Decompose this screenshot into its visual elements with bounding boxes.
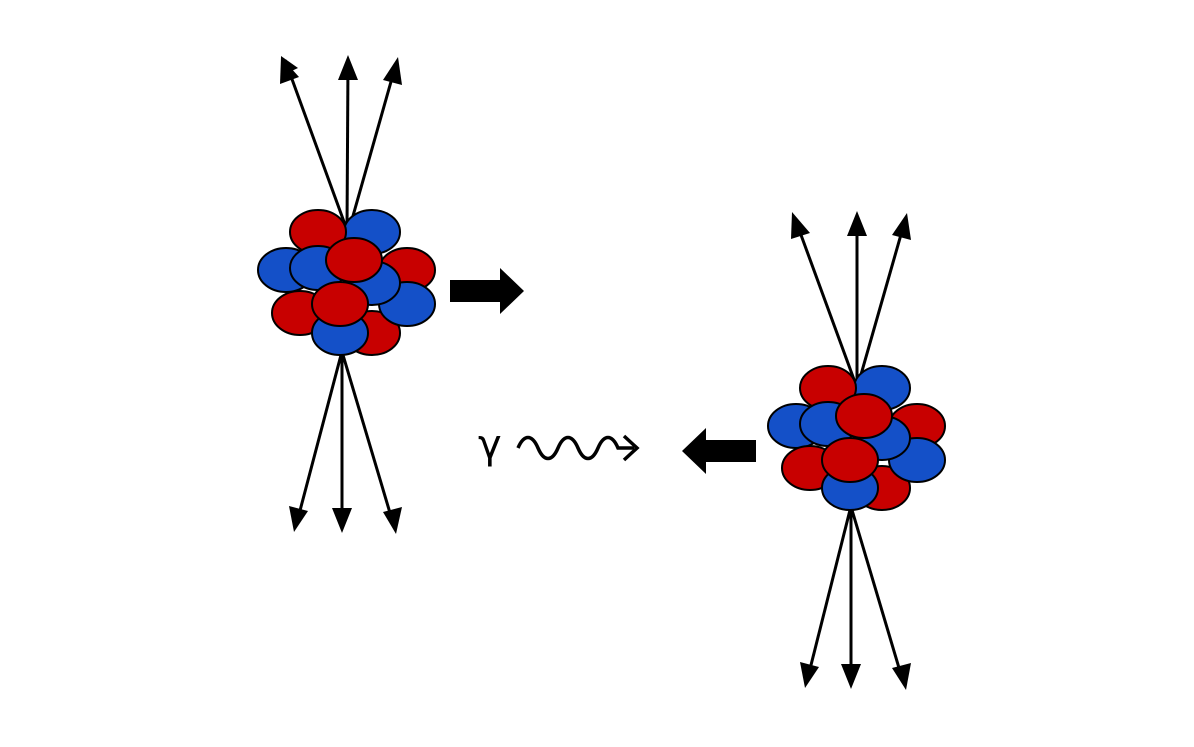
proton [835,393,893,439]
photon-arrowhead-icon [622,434,640,462]
arrowhead-icon [841,664,861,689]
gamma-symbol: γ [478,422,502,468]
arrowhead-icon [383,57,402,85]
arrowhead-icon [332,508,352,533]
arrowhead-icon [383,507,402,534]
arrowhead-icon [289,506,308,532]
motion-arrow-left [682,428,756,474]
photon-wave [516,435,634,461]
arrowhead-icon [338,55,358,80]
nucleus-left-group [257,55,524,534]
proton [325,237,383,283]
proton [821,437,879,483]
motion-arrow-right [450,268,524,314]
motion-arrow-head-icon [682,428,706,474]
field-line [345,61,350,231]
field-lines-down-left [289,354,402,534]
motion-arrow-shaft [450,280,502,302]
field-line [295,354,343,523]
field-line [850,509,904,679]
field-line [806,509,852,678]
arrowhead-icon [892,213,911,240]
arrowhead-icon [892,663,911,690]
field-lines-up-left [280,55,402,231]
nucleus-right-group [682,211,946,690]
field-line [283,59,349,231]
nucleus-right [767,365,946,511]
field-lines-up-right [791,211,911,386]
field-line [341,354,395,524]
arrowhead-icon [280,57,299,84]
arrowhead-icon [847,211,867,236]
proton [311,281,369,327]
motion-arrow-shaft [704,440,756,462]
nucleus-left [257,209,436,356]
field-line [856,223,906,386]
photon-group: γ [478,422,640,468]
field-lines-down-right [800,509,911,690]
arrowhead-icon [800,662,819,688]
motion-arrow-head-icon [500,268,524,314]
field-line [347,63,398,231]
field-line [795,223,858,386]
arrowhead-icon [791,212,810,239]
